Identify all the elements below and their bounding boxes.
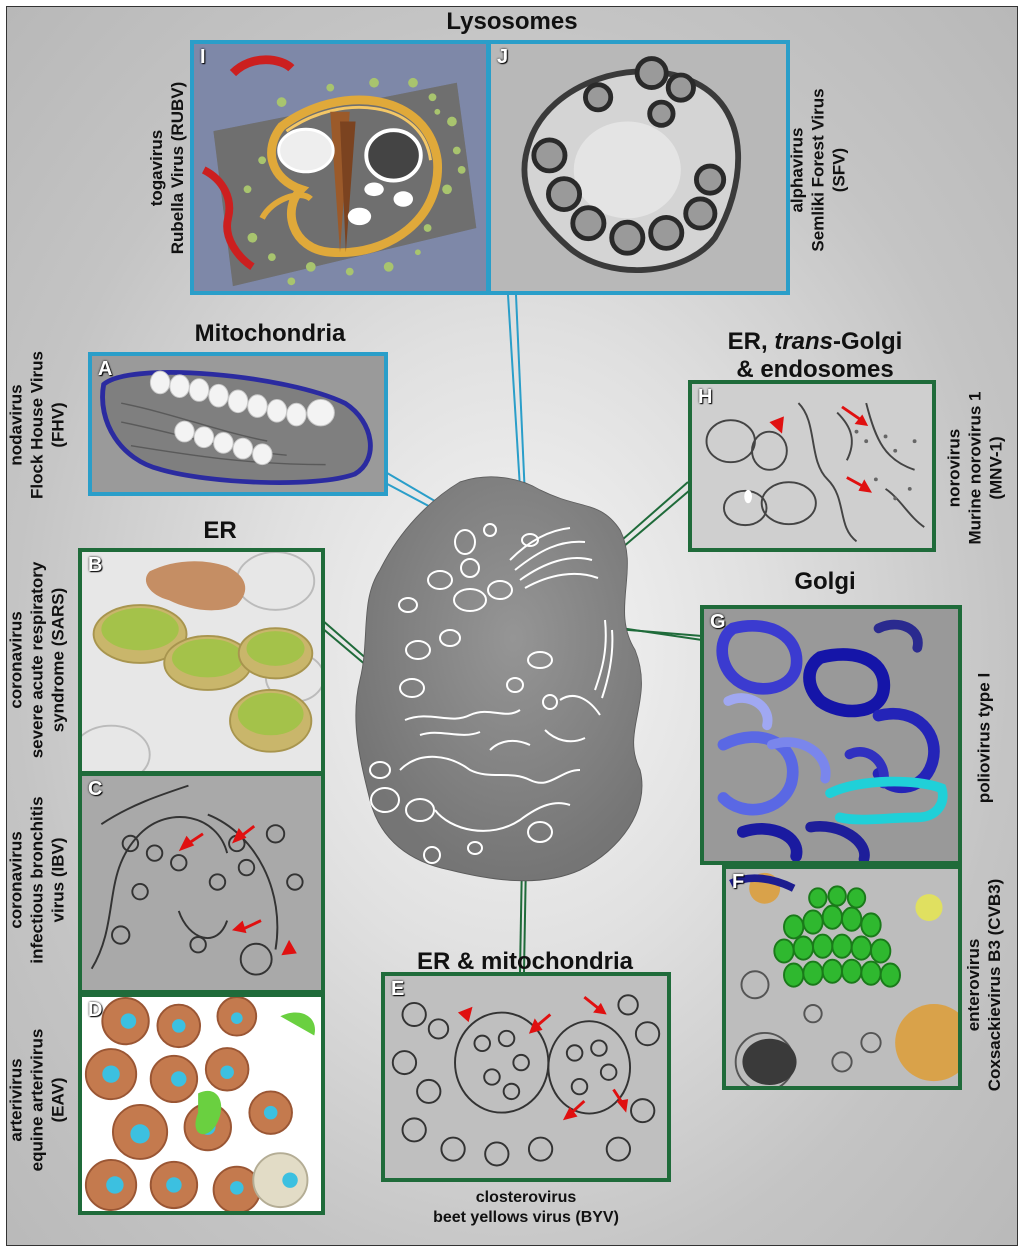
panel-a-flock-house: A	[88, 352, 388, 496]
label-d-name: equine arterivirus	[27, 1028, 47, 1172]
label-i-virus: togavirus Rubella Virus (RUBV)	[146, 82, 188, 255]
heading-lysosomes: Lysosomes	[446, 8, 578, 35]
panel-g-poliovirus: G	[700, 605, 962, 865]
heading-er-mitochondria: ER & mitochondria	[416, 948, 633, 975]
panel-j-letter: J	[497, 46, 509, 68]
label-f-family: enterovirus	[964, 938, 983, 1032]
panel-b-image	[82, 552, 321, 771]
label-f-name: Coxsackievirus B3 (CVB3)	[985, 878, 1004, 1092]
panel-g-letter: G	[710, 611, 726, 633]
label-a-family: nodavirus	[6, 384, 26, 466]
heading-golgi: Golgi	[794, 568, 856, 595]
panel-d-image	[82, 997, 321, 1211]
label-b-abbr: syndrome (SARS)	[48, 587, 68, 733]
label-e-family: closterovirus	[475, 1189, 577, 1206]
panel-a-image	[92, 356, 384, 492]
label-j-name: Semliki Forest Virus	[808, 88, 828, 252]
label-d-abbr: (EAV)	[48, 1077, 68, 1123]
label-c-abbr: virus (IBV)	[48, 837, 68, 923]
heading-trans-italic: trans	[774, 328, 834, 355]
panel-d-letter: D	[88, 999, 103, 1021]
panel-i-letter: I	[200, 46, 206, 68]
label-h-abbr: (MNV-1)	[986, 436, 1006, 500]
panel-c-letter: C	[88, 778, 103, 800]
panel-h-image	[692, 384, 932, 548]
panel-d-eav: D	[78, 993, 325, 1215]
label-g-virus: poliovirus type I	[974, 673, 995, 803]
heading-er-trans-golgi-pre: ER,	[727, 328, 775, 355]
label-f-virus: enterovirus Coxsackievirus B3 (CVB3)	[963, 879, 1005, 1092]
label-g-family: poliovirus type I	[974, 672, 994, 804]
panel-e-image	[385, 976, 667, 1178]
panel-a-letter: A	[98, 358, 113, 380]
panel-b-sars: B	[78, 548, 325, 775]
label-e-name: beet yellows virus (BYV)	[433, 1209, 619, 1226]
label-i-name: Rubella Virus (RUBV)	[168, 81, 187, 255]
panel-j-image	[491, 44, 786, 291]
panel-h-norovirus: H	[688, 380, 936, 552]
label-j-family: alphavirus	[787, 127, 807, 213]
heading-endosomes: & endosomes	[736, 356, 894, 383]
label-c-virus: coronavirus infectious bronchitis virus …	[6, 796, 69, 963]
panel-c-image	[82, 776, 321, 990]
label-i-family: togavirus	[147, 129, 166, 207]
heading-mitochondria: Mitochondria	[194, 320, 346, 347]
label-e-virus: closterovirus beet yellows virus (BYV)	[386, 1188, 666, 1228]
label-j-virus: alphavirus Semliki Forest Virus (SFV)	[787, 88, 850, 251]
panel-b-letter: B	[88, 554, 103, 576]
label-a-abbr: (FHV)	[48, 402, 68, 448]
label-c-name: infectious bronchitis	[27, 796, 47, 964]
panel-g-image	[704, 609, 958, 861]
label-a-name: Flock House Virus	[27, 350, 47, 500]
label-h-virus: norovirus Murine norovirus 1 (MNV-1)	[944, 391, 1007, 544]
label-c-family: coronavirus	[6, 831, 26, 929]
heading-er-trans-golgi-endosomes: ER, trans-Golgi & endosomes	[680, 328, 950, 384]
panel-j-semliki: J	[487, 40, 790, 295]
panel-i-rubella: I	[190, 40, 490, 295]
panel-e-byv: E	[381, 972, 671, 1182]
label-b-family: coronavirus	[6, 611, 26, 709]
panel-f-letter: F	[732, 871, 745, 893]
central-cell-micrograph	[355, 476, 643, 882]
label-b-name: severe acute respiratory	[27, 561, 47, 759]
label-h-family: norovirus	[944, 428, 964, 508]
panel-f-cvb3: F	[722, 865, 962, 1090]
panel-f-image	[726, 869, 958, 1086]
panel-h-letter: H	[698, 386, 713, 408]
label-b-virus: coronavirus severe acute respiratory syn…	[6, 562, 69, 759]
heading-er: ER	[203, 517, 237, 544]
label-j-abbr: (SFV)	[829, 147, 849, 193]
panel-i-image	[194, 44, 486, 291]
panel-e-letter: E	[391, 978, 405, 1000]
heading-er-trans-golgi-post: -Golgi	[833, 328, 903, 355]
label-d-family: arterivirus	[6, 1058, 26, 1142]
label-d-virus: arterivirus equine arterivirus (EAV)	[6, 1029, 69, 1172]
label-a-virus: nodavirus Flock House Virus (FHV)	[6, 351, 69, 499]
panel-c-ibv: C	[78, 772, 325, 994]
label-h-name: Murine norovirus 1	[965, 391, 985, 545]
